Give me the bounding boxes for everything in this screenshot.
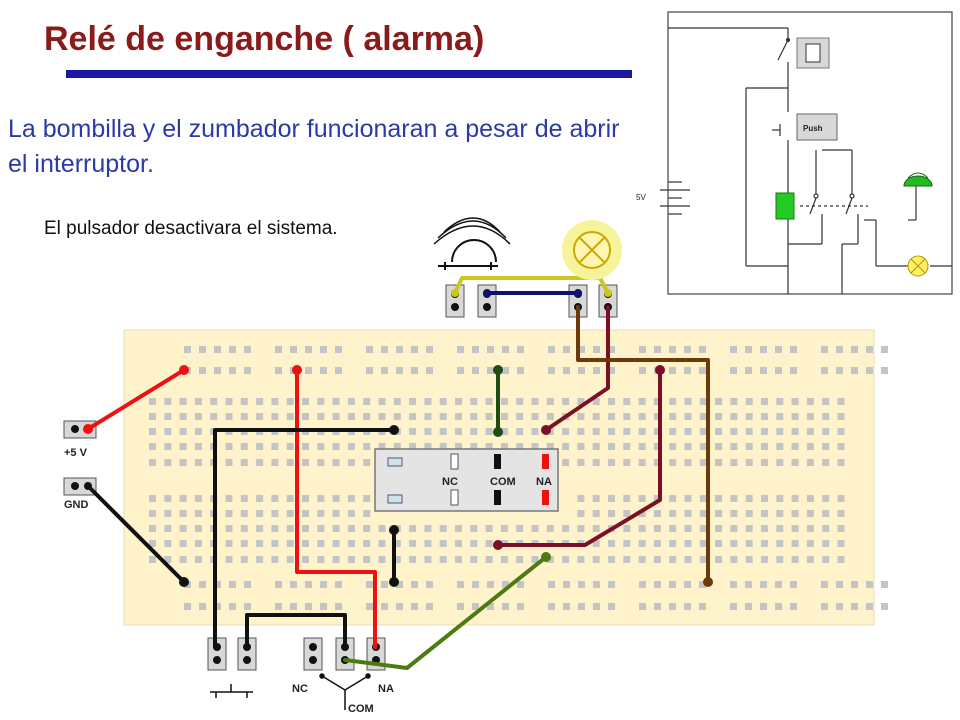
switch-nc-label: NC (292, 683, 308, 695)
relay-nc-label: NC (442, 476, 458, 488)
wire-yellow (453, 276, 610, 295)
schematic-lamp-icon (907, 255, 929, 277)
wire-red-vplus (86, 368, 186, 431)
relay-com-label: COM (490, 476, 516, 488)
wire-endpoints (83, 289, 713, 587)
switch-na-label: NA (378, 683, 394, 695)
pushbutton-note: El pulsador desactivara el sistema. (44, 218, 338, 239)
battery-icon (660, 181, 690, 215)
subtitle: La bombilla y el zumbador funcionaran a … (8, 115, 620, 178)
page-title: Relé de enganche ( alarma) (44, 20, 485, 58)
vplus-label: +5 V (64, 447, 88, 459)
relay-coil-icon (775, 192, 795, 220)
wire-black-gnd (86, 484, 186, 584)
wire-brown-lamp (576, 305, 710, 584)
gnd-label: GND (64, 499, 89, 511)
push-label: Push (803, 124, 823, 133)
switch-icon (319, 673, 371, 710)
battery-label: 5V (636, 193, 646, 202)
schematic-toggle-icon (796, 37, 830, 69)
lamp-icon (562, 220, 622, 280)
schematic: Push 5V (636, 11, 953, 295)
relay-na-label: NA (536, 476, 552, 488)
wire-maroon-return (496, 368, 662, 547)
wire-black-switch (245, 613, 347, 649)
wire-olive-com (343, 555, 548, 670)
wire-maroon-na (544, 305, 610, 432)
schematic-buzzer-icon (903, 172, 933, 187)
push-button-icon (210, 684, 253, 698)
schematic-switch-icon (777, 37, 791, 61)
title-underline (66, 70, 632, 78)
buzzer-icon (433, 217, 511, 270)
schematic-push-icon (772, 124, 781, 136)
wire-black-pushbutton (213, 428, 396, 649)
relay-contacts-icon (800, 193, 868, 215)
switch-com-label: COM (348, 703, 374, 715)
relay-module: NC COM NA (374, 448, 559, 512)
wire-red-switch (295, 368, 377, 649)
